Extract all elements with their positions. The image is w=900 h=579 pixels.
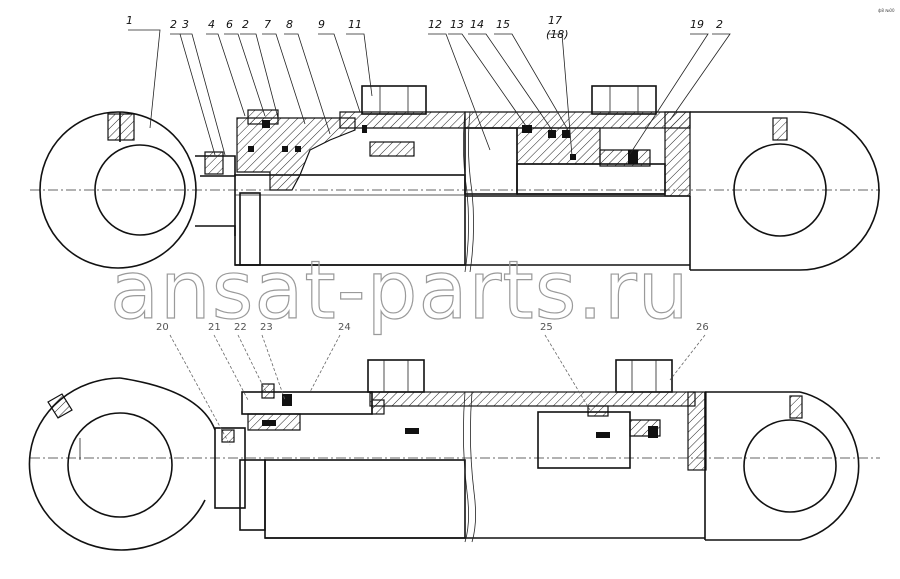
retaining-nut [204,151,224,175]
rear-end-cap [664,111,691,197]
callout-15: 15 [496,18,510,31]
callout-3: 3 [182,18,189,31]
lower-end-cap [687,391,707,471]
callout-23: 23 [260,322,273,333]
piston [516,127,601,165]
right-eye-bore [733,143,827,237]
callout-14: 14 [470,18,484,31]
port-boss-right [591,85,657,115]
callout-22: 22 [234,322,247,333]
left-eye-bore [94,144,186,236]
lower-barrel-wall [369,391,696,407]
left-eye-outer [39,111,197,269]
lower-right-eye-bore [743,419,837,513]
watermark-text: ansat-parts.ru [110,244,689,337]
lower-grease-fitting [47,393,73,419]
callout-26: 26 [696,322,709,333]
left-eye-grease-fitting [107,113,135,141]
lower-left-eye-outer [28,377,206,551]
lower-port-right [615,359,673,393]
lower-port-left [367,359,425,393]
callout-25: 25 [540,322,553,333]
callout-2c: 2 [716,18,723,31]
right-grease-fitting [772,117,788,141]
callout-19: 19 [690,18,704,31]
lower-piston-rod [264,459,466,539]
lower-piston [537,411,631,469]
lower-left-eye-bore [67,412,173,518]
callout-6: 6 [226,18,233,31]
top-cylinder-view [30,85,880,273]
callout-8: 8 [286,18,293,31]
port-boss-left [361,85,427,115]
callout-21: 21 [208,322,221,333]
callout-7: 7 [264,18,271,31]
callout-20: 20 [156,322,169,333]
callout-4: 4 [208,18,215,31]
callout-17: 17 [548,14,562,27]
callout-1: 1 [126,14,133,27]
spacer-ring [369,141,415,157]
top-callouts: 1 2 3 4 6 2 7 8 9 11 12 13 14 15 17 (18)… [126,14,731,157]
bottom-callouts: 20 21 22 23 24 25 26 [156,322,709,446]
bottom-cylinder-view [28,359,880,551]
callout-2b: 2 [242,18,249,31]
callout-2a: 2 [170,18,177,31]
callout-9: 9 [318,18,325,31]
callout-13: 13 [450,18,464,31]
callout-24: 24 [338,322,351,333]
corner-mark: ф8 №00 [878,8,895,13]
piston-washer [464,127,518,195]
callout-11: 11 [348,18,362,31]
callout-12: 12 [428,18,442,31]
rod-guide-bush [236,117,356,191]
callout-18: (18) [546,28,569,41]
